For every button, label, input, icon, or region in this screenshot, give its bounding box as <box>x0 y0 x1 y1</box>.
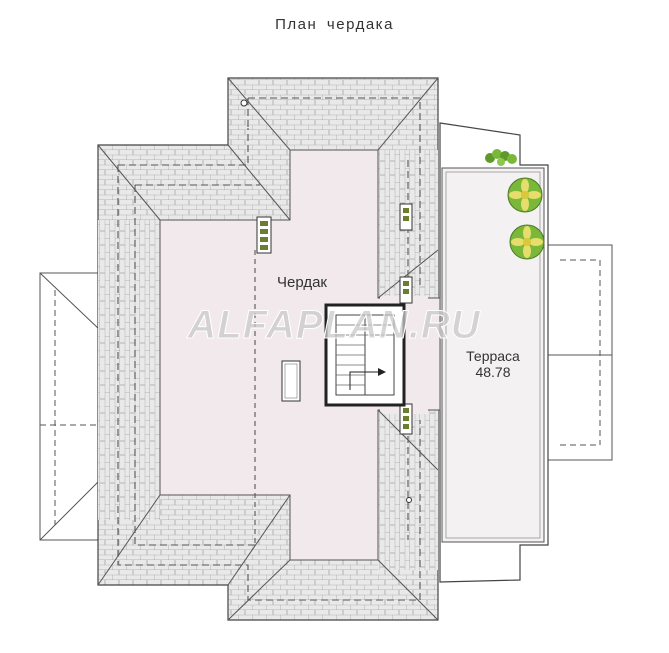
chimney-vent-icon <box>256 216 272 254</box>
chimney-vent-icon <box>399 203 413 231</box>
plant-icon <box>507 177 543 213</box>
dashed-wall-lines <box>117 97 421 601</box>
terrace-room-label: Терраса <box>466 348 520 364</box>
hatch-icon <box>281 360 301 402</box>
attic-room-label: Чердак <box>277 274 327 291</box>
downpipe-icon <box>240 99 248 107</box>
terrace-area-value: 48.78 <box>475 364 510 380</box>
watermark: ALFAPLAN.RU <box>186 303 480 347</box>
plant-icon <box>485 149 517 166</box>
stair-icon <box>324 303 406 407</box>
chimney-vent-icon <box>399 276 413 304</box>
plan-title: План чердака <box>275 16 394 33</box>
left-wing-roof <box>39 272 101 541</box>
plant-icon <box>509 224 545 260</box>
hip-ridges <box>97 77 439 621</box>
right-wing-roof <box>545 244 613 461</box>
chimney-vent-icon <box>399 403 413 435</box>
downpipe-icon <box>406 497 412 503</box>
